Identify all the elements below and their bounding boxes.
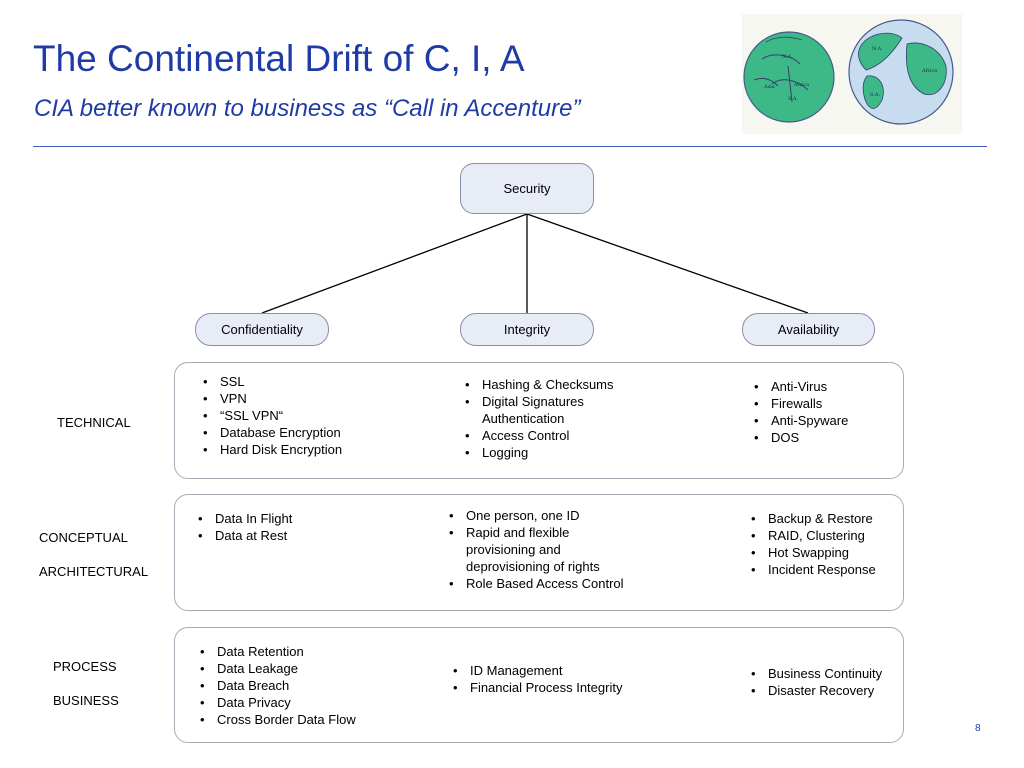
list-item: Data Breach xyxy=(197,677,356,694)
globe-left-label-sa: S.A. xyxy=(788,96,798,102)
list-item: Rapid and flexible provisioning and depr… xyxy=(446,524,624,575)
process-confidentiality-list: Data Retention Data Leakage Data Breach … xyxy=(197,643,356,728)
list-item: Role Based Access Control xyxy=(446,575,624,592)
page-number: 8 xyxy=(975,723,981,734)
list-item: Data Privacy xyxy=(197,694,356,711)
list-item: Database Encryption xyxy=(200,424,342,441)
list-item: Anti-Virus xyxy=(751,378,848,395)
list-item: DOS xyxy=(751,429,848,446)
list-item: Logging xyxy=(462,444,614,461)
panel-process-business: Data Retention Data Leakage Data Breach … xyxy=(174,627,904,743)
list-item: Data In Flight xyxy=(195,510,292,527)
conceptual-availability-list: Backup & Restore RAID, Clustering Hot Sw… xyxy=(748,510,876,578)
row-label-technical: TECHNICAL xyxy=(57,415,131,430)
conceptual-integrity-list: One person, one ID Rapid and flexible pr… xyxy=(446,507,624,592)
technical-confidentiality-list: SSL VPN “SSL VPN“ Database Encryption Ha… xyxy=(200,373,342,458)
list-item: “SSL VPN“ xyxy=(200,407,342,424)
technical-availability-list: Anti-Virus Firewalls Anti-Spyware DOS xyxy=(751,378,848,446)
globe-right-label-na: N.A. xyxy=(872,46,883,52)
list-item: Backup & Restore xyxy=(748,510,876,527)
globes-svg: N.A. Asia Africa S.A. N.A. Africa S.A. xyxy=(742,14,962,134)
slide-subtitle: CIA better known to business as “Call in… xyxy=(34,95,581,122)
connector-confidentiality xyxy=(261,213,528,314)
row-label-business: BUSINESS xyxy=(53,693,119,708)
list-item: ID Management xyxy=(450,662,622,679)
globe-right-label-sa: S.A. xyxy=(870,92,880,98)
conceptual-confidentiality-list: Data In Flight Data at Rest xyxy=(195,510,292,544)
globe-pangaea: N.A. Asia Africa S.A. xyxy=(743,31,835,123)
list-item: Data Leakage xyxy=(197,660,356,677)
technical-integrity-list: Hashing & Checksums Digital Signatures A… xyxy=(462,376,614,461)
globe-left-label-na: N.A. xyxy=(782,54,793,60)
list-item: Digital Signatures Authentication xyxy=(462,393,614,427)
node-confidentiality: Confidentiality xyxy=(195,313,329,346)
globe-left-label-asia: Asia xyxy=(763,84,775,90)
node-integrity: Integrity xyxy=(460,313,594,346)
globe-left-label-africa: Africa xyxy=(793,82,809,88)
list-item: Disaster Recovery xyxy=(748,682,882,699)
list-item: Financial Process Integrity xyxy=(450,679,622,696)
node-availability: Availability xyxy=(742,313,875,346)
list-item: SSL xyxy=(200,373,342,390)
slide-title: The Continental Drift of C, I, A xyxy=(33,38,525,79)
panel-technical: SSL VPN “SSL VPN“ Database Encryption Ha… xyxy=(174,362,904,479)
row-label-architectural: ARCHITECTURAL xyxy=(39,564,149,579)
globe-right-label-africa: Africa xyxy=(921,68,937,74)
connector-availability xyxy=(526,213,809,314)
list-item: Incident Response xyxy=(748,561,876,578)
list-item: Firewalls xyxy=(751,395,848,412)
title-divider xyxy=(33,146,987,147)
list-item: Hard Disk Encryption xyxy=(200,441,342,458)
continental-drift-illustration: N.A. Asia Africa S.A. N.A. Africa S.A. xyxy=(742,14,962,134)
list-item: One person, one ID xyxy=(446,507,624,524)
list-item: Hashing & Checksums xyxy=(462,376,614,393)
node-security: Security xyxy=(460,163,594,214)
list-item: Hot Swapping xyxy=(748,544,876,561)
process-integrity-list: ID Management Financial Process Integrit… xyxy=(450,662,622,696)
list-item: VPN xyxy=(200,390,342,407)
list-item: Access Control xyxy=(462,427,614,444)
panel-conceptual-architectural: Data In Flight Data at Rest One person, … xyxy=(174,494,904,611)
list-item: Cross Border Data Flow xyxy=(197,711,356,728)
globe-modern: N.A. Africa S.A. xyxy=(848,19,954,125)
list-item: Data Retention xyxy=(197,643,356,660)
process-availability-list: Business Continuity Disaster Recovery xyxy=(748,665,882,699)
list-item: Business Continuity xyxy=(748,665,882,682)
row-label-conceptual: CONCEPTUAL xyxy=(39,530,128,545)
list-item: Anti-Spyware xyxy=(751,412,848,429)
row-label-process: PROCESS xyxy=(53,659,117,674)
list-item: RAID, Clustering xyxy=(748,527,876,544)
list-item: Data at Rest xyxy=(195,527,292,544)
